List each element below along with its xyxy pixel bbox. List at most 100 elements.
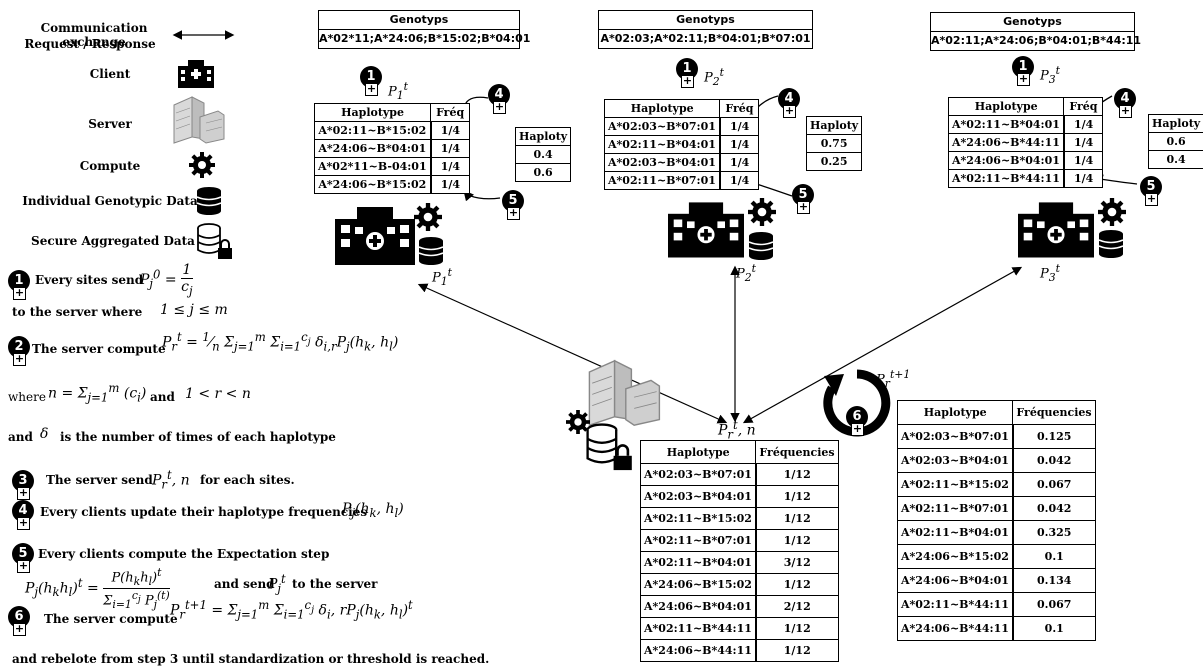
site-1-genotype-header: Genotyps xyxy=(389,13,449,26)
site-2-genotype: A*02:03;A*02:11;B*04:01;B*07:01 xyxy=(599,29,812,48)
site-2-gear-icon xyxy=(748,198,776,226)
legend-secure: Secure Aggregated Data xyxy=(31,234,195,248)
iteration-label: Prt+1 xyxy=(876,368,911,390)
site-3-step-5-badge: 5+ xyxy=(1140,176,1162,206)
site-1-genotype: A*02*11;A*24:06;B*15:02;B*04:01 xyxy=(319,29,530,48)
step-2-and: and xyxy=(150,390,175,404)
site-1-hospital-icon xyxy=(335,207,415,265)
secure-database-icon xyxy=(197,223,232,259)
central-server-building-icon xyxy=(588,359,661,427)
site-3-step-4-badge: 4+ xyxy=(1114,88,1136,118)
step-3-text-b: for each sites. xyxy=(200,473,295,487)
site-2-step-5-badge: 5+ xyxy=(792,184,814,214)
step-2-badge: 2+ xyxy=(8,336,30,366)
site-1-genotype-box: Genotyps A*02*11;A*24:06;B*15:02;B*04:01 xyxy=(318,10,530,49)
step-4-badge: 4+ xyxy=(12,500,34,530)
legend-server: Server xyxy=(88,117,132,131)
step-4-formula: Pj(hk, hl) xyxy=(342,501,404,520)
step-6-iteration-badge: 6+ xyxy=(846,406,868,436)
step-2-delta: δ xyxy=(40,426,49,442)
gear-icon xyxy=(189,152,215,178)
site-1-step-5-badge: 5+ xyxy=(502,190,524,220)
site-3-step-1-badge: 1+ xyxy=(1012,56,1034,86)
site-1-step-4-badge: 4+ xyxy=(488,84,510,114)
step-1-text: Every sites send xyxy=(35,273,144,287)
step-5-badge: 5+ xyxy=(12,543,34,573)
step-2-and-b: and xyxy=(8,430,33,444)
site-2-step-1-badge: 1+ xyxy=(676,58,698,88)
step-6-text-b: and rebelote from step 3 until standardi… xyxy=(12,652,490,666)
legend-request-response: Request / Response xyxy=(24,37,156,51)
site-3-database-icon xyxy=(1098,230,1124,258)
step-3-formula: Prt, n xyxy=(152,468,190,492)
step-6-text: The server compute xyxy=(44,612,178,626)
site-1-gear-icon xyxy=(414,203,442,231)
step-5-send: and send xyxy=(214,577,275,591)
step-2-text: The server compute xyxy=(32,342,166,356)
server-building-icon xyxy=(173,96,225,144)
site-2-step-4-badge: 4+ xyxy=(778,88,800,118)
step-5-text: Every clients compute the Expectation st… xyxy=(38,547,330,561)
step-5-to-server: to the server xyxy=(292,577,378,591)
legend-communication: Communication exchange xyxy=(40,21,148,49)
legend-individual: Individual Genotypic Data xyxy=(22,194,198,208)
step-2-where: where xyxy=(8,390,46,404)
step-6-formula: Prt+1 = Σj=1m Σi=1cj δi, rPj(hk, hl)t xyxy=(170,598,413,622)
step-4-text: Every clients update their haplotype fre… xyxy=(40,505,368,519)
site-3-haploty-table: Haploty 0.6 0.4 xyxy=(1147,114,1203,169)
central-secure-database-icon xyxy=(586,423,632,471)
site-1-database-icon xyxy=(418,237,444,265)
database-icon xyxy=(196,187,222,215)
site-3-gear-icon xyxy=(1098,198,1126,226)
step-1-text-b: to the server where xyxy=(12,305,143,319)
step-2-r-range: 1 < r < n xyxy=(185,386,251,402)
site-2-database-icon xyxy=(748,232,774,260)
site-3-hospital-icon xyxy=(1018,202,1094,258)
legend-compute: Compute xyxy=(79,159,141,173)
site-2-label: P2t xyxy=(704,66,724,88)
step-1-condition: 1 ≤ j ≤ m xyxy=(160,302,228,318)
step-2-n-formula: n = Σj=1m (ci) xyxy=(48,381,147,405)
site-1-haploty-table: Haploty 0.4 0.6 xyxy=(514,127,572,182)
site-1-p-label: P1t xyxy=(432,266,452,288)
site-3-p-label: P3t xyxy=(1040,262,1060,284)
site-2-hospital-icon xyxy=(668,202,744,258)
step-1-badge: 1+ xyxy=(8,270,30,300)
site-2-p-label: P2t xyxy=(736,262,756,284)
site-2-haploty-table: Haploty 0.75 0.25 xyxy=(805,116,863,171)
site-1-label: P1t xyxy=(388,80,408,102)
central-gear-icon xyxy=(566,410,590,434)
step-3-text: The server send xyxy=(46,473,153,487)
step-2-formula: Prt = 1⁄n Σj=1m Σi=1cj δi,rPj(hk, hl) xyxy=(162,330,399,354)
hospital-icon xyxy=(178,60,214,88)
